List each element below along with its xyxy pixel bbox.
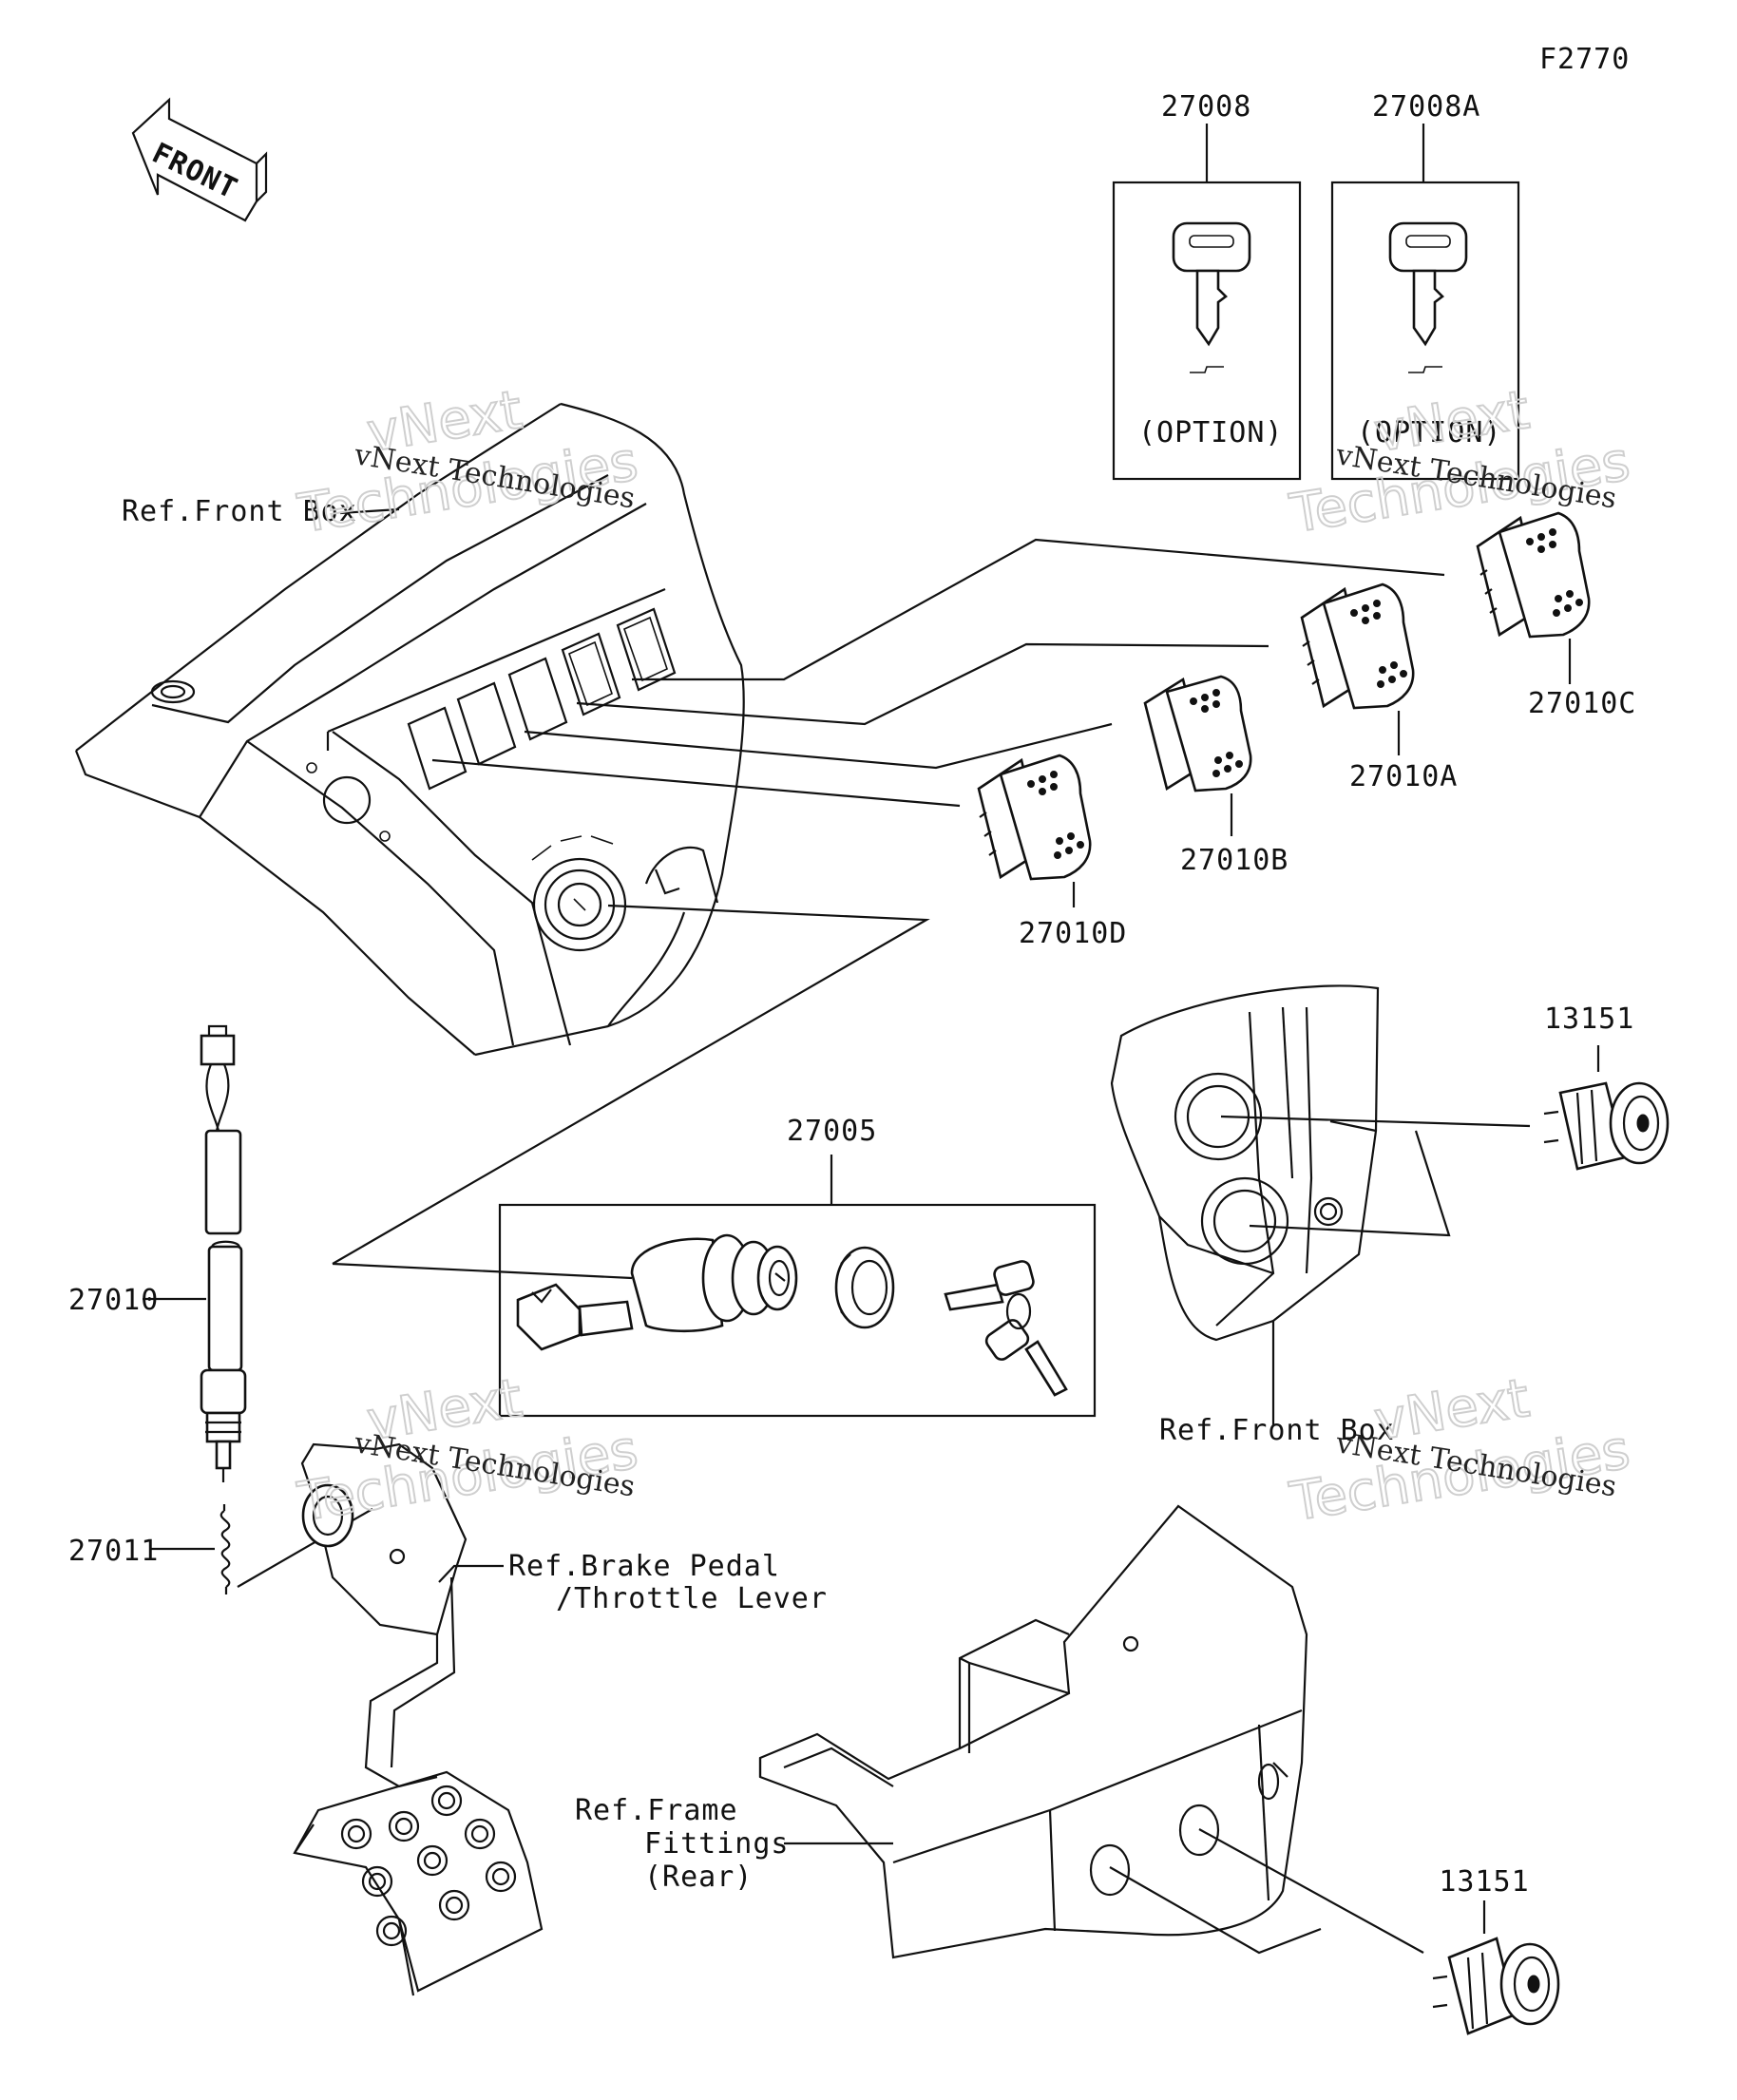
callout-key-alt: 27008A: [1372, 90, 1480, 124]
pedal-pad-holes: [340, 1785, 517, 1947]
power-socket-rear-icon: [1432, 1937, 1560, 2035]
ign-switch-box: [498, 1203, 1097, 1418]
brake-pedal: [293, 1442, 544, 1996]
callout-brake-switch: 27010: [68, 1284, 159, 1317]
ref-frame-l1: Ref.Frame: [575, 1794, 738, 1827]
key-std-group: 27008 (OPTION): [1112, 90, 1302, 481]
frame-fittings-rear: [758, 1504, 1308, 1959]
watermark-2: Technologies vNext vNext Technologies: [1285, 378, 1634, 546]
brake-switch-icon: [200, 1024, 247, 1482]
key-std-option: (OPTION): [1138, 416, 1284, 449]
front-box-panel: [74, 402, 745, 1057]
callout-key-std: 27008: [1161, 90, 1251, 124]
callout-sw-b: 27010B: [1180, 844, 1288, 877]
ref-front-box-lower: Ref.Front Box: [1159, 1414, 1395, 1447]
ref-brake-pedal-l2: /Throttle Lever: [556, 1582, 828, 1615]
watermark-1: Technologies vNext vNext Technologies: [293, 378, 642, 546]
ref-frame-l3: (Rear): [644, 1861, 753, 1894]
callout-sw-a: 27010A: [1349, 760, 1458, 793]
callout-spring: 27011: [68, 1535, 159, 1568]
ignition-switch-icon: [516, 1233, 798, 1351]
ignition-keys-icon: [944, 1260, 1068, 1397]
ignition-bezel-icon: [531, 835, 627, 952]
power-socket-front-icon: [1543, 1081, 1670, 1171]
key-alt-icon: [1388, 221, 1468, 373]
rocker-switch-a-icon: [1300, 582, 1415, 710]
ref-frame-l2: Fittings: [644, 1827, 790, 1861]
figure-code: F2770: [1539, 43, 1630, 76]
front-arrow-icon: FRONT: [131, 97, 268, 222]
leader-lines-switches: [332, 538, 1445, 1265]
watermark-4: Technologies vNext vNext Technologies: [1285, 1366, 1634, 1535]
callout-ign-switch: 27005: [787, 1115, 877, 1148]
switch-slots: [407, 607, 677, 791]
watermark-3: Technologies vNext vNext Technologies: [293, 1366, 642, 1535]
rocker-switch-c-icon: [1476, 511, 1591, 639]
key-std-icon: [1172, 221, 1251, 373]
callout-sw-d: 27010D: [1019, 917, 1127, 950]
ref-brake-pedal-l1: Ref.Brake Pedal: [508, 1550, 780, 1583]
ref-front-box-top: Ref.Front Box: [122, 495, 357, 528]
callout-sw-c: 27010C: [1528, 687, 1636, 720]
callout-socket-front: 13151: [1544, 1002, 1634, 1036]
lock-nut-icon: [834, 1246, 895, 1329]
callout-socket-rear: 13151: [1439, 1865, 1529, 1899]
key-alt-group: 27008A (OPTION): [1330, 90, 1520, 481]
rocker-switch-d-icon: [977, 754, 1092, 881]
return-spring-icon: [220, 1504, 231, 1594]
rocker-switch-b-icon: [1143, 675, 1252, 792]
front-box-lower-panel: [1110, 984, 1380, 1342]
front-arrow-label: FRONT: [146, 137, 242, 206]
key-alt-option: (OPTION): [1357, 416, 1502, 449]
